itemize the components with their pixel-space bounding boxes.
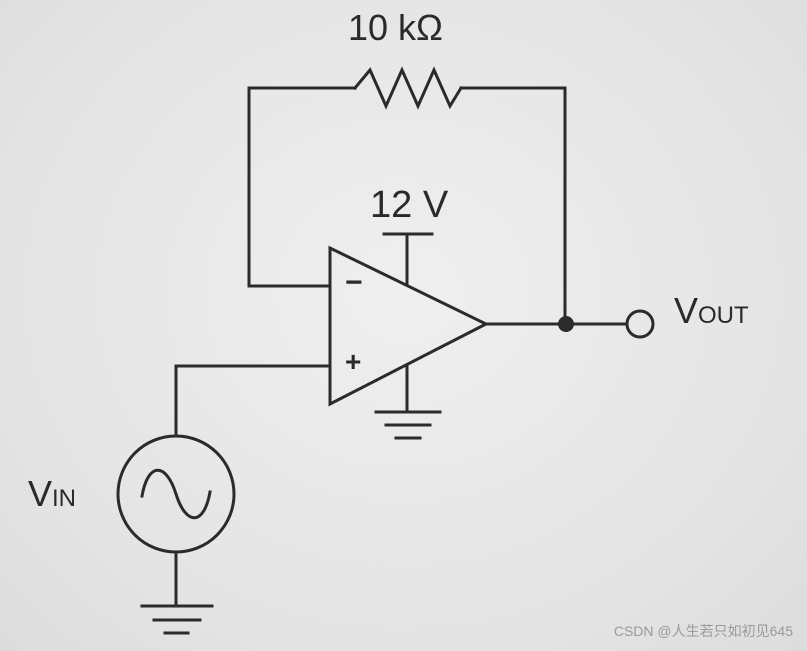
vout-label-main: V [674,290,699,331]
ac-source-icon [116,434,236,554]
feedback-wire-left [247,86,357,288]
noninverting-input-label: + [345,346,362,377]
opamp-triangle [328,245,490,407]
opamp-ground-icon [374,364,442,440]
output-terminal-icon [625,309,655,339]
supply-voltage-label: 12 V [370,184,449,226]
output-node-dot [558,316,574,332]
watermark: CSDN @人生若只如初见645 [613,623,793,639]
resistor-icon [352,66,464,110]
vout-label: VOUT [674,293,749,329]
output-network [484,309,655,339]
inverting-input-label: − [345,266,363,299]
vin-label-main: V [28,473,53,514]
feedback-wire-right [459,86,567,326]
sine-wave-icon [140,468,212,520]
feedback-resistor [247,66,567,326]
source-ground-icon [140,550,214,635]
supply-lead [382,232,434,285]
resistor-value-label: 10 kΩ [348,7,443,48]
vin-label-sub: IN [52,485,77,512]
vin-label: VIN [28,476,76,512]
vout-label-sub: OUT [698,302,749,329]
input-wire [174,364,332,436]
